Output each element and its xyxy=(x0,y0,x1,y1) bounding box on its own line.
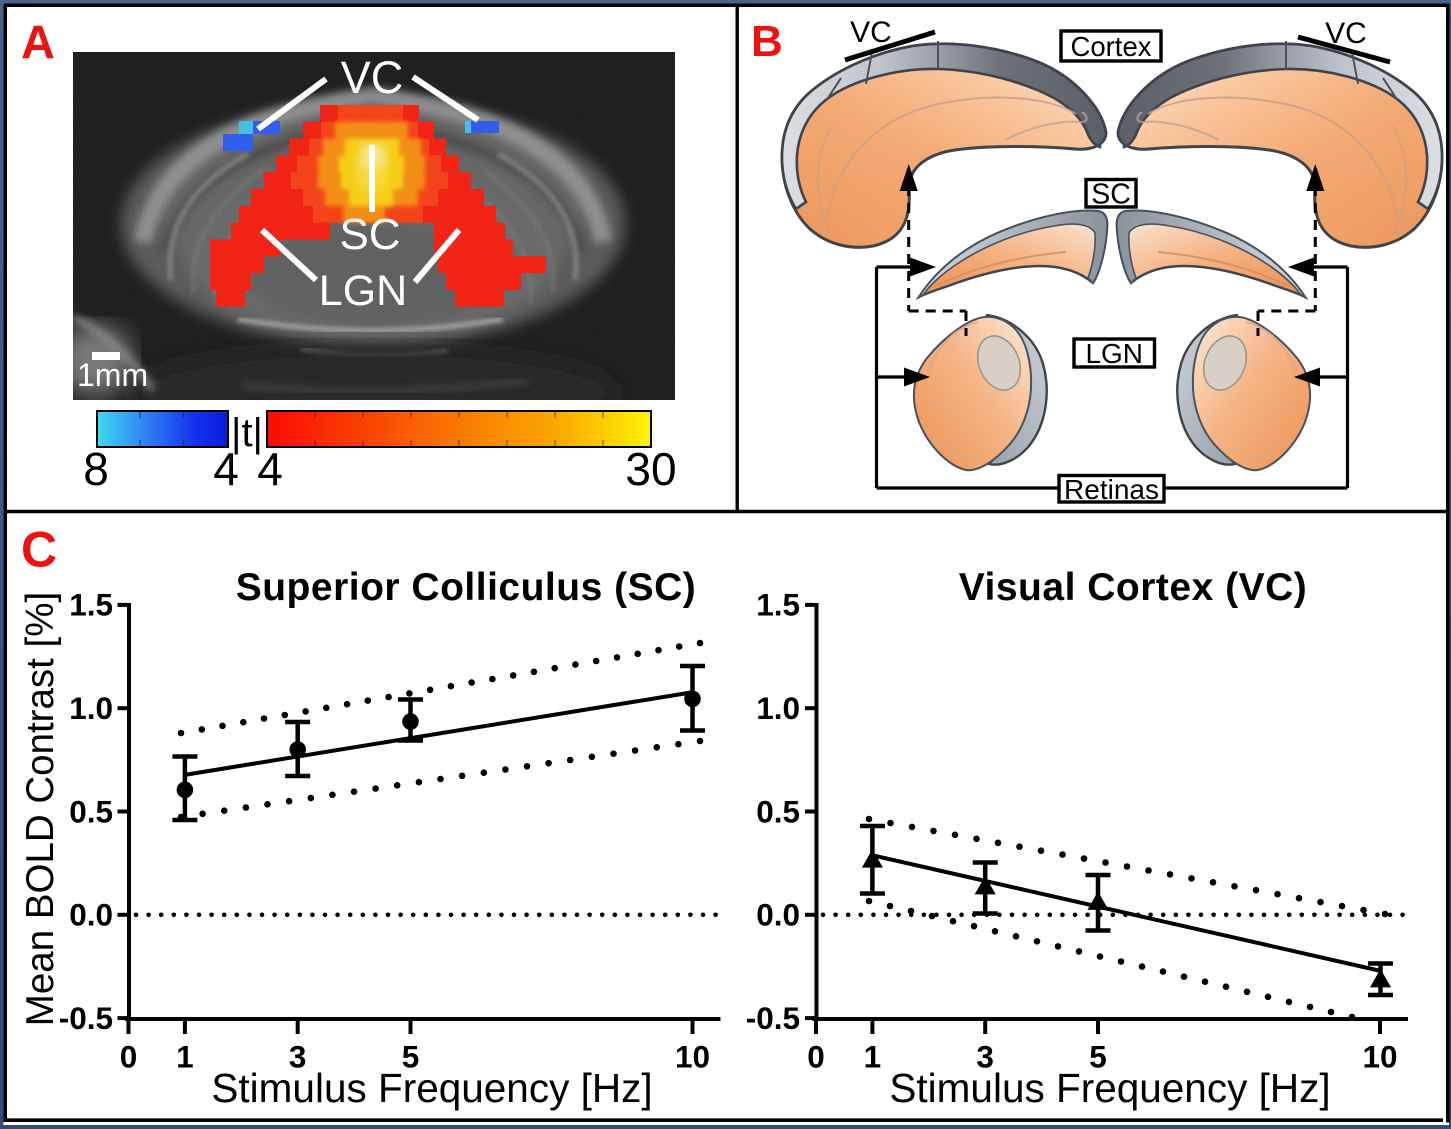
svg-text:1.5: 1.5 xyxy=(69,587,113,623)
svg-text:-0.5: -0.5 xyxy=(746,1000,800,1036)
svg-text:0.0: 0.0 xyxy=(756,897,800,933)
svg-text:Stimulus Frequency [Hz]: Stimulus Frequency [Hz] xyxy=(889,1065,1330,1111)
svg-text:0.0: 0.0 xyxy=(69,897,113,933)
svg-text:-0.5: -0.5 xyxy=(59,1000,113,1036)
svg-text:0: 0 xyxy=(807,1039,825,1075)
svg-text:3: 3 xyxy=(976,1039,994,1075)
svg-text:LGN: LGN xyxy=(319,267,407,315)
svg-text:4: 4 xyxy=(257,443,283,495)
svg-text:10: 10 xyxy=(675,1039,710,1075)
svg-text:5: 5 xyxy=(402,1039,420,1075)
svg-text:0: 0 xyxy=(120,1039,138,1075)
svg-text:Cortex: Cortex xyxy=(1071,31,1152,62)
svg-text:8: 8 xyxy=(83,443,109,495)
svg-text:C: C xyxy=(21,522,57,578)
svg-text:VC: VC xyxy=(850,16,892,49)
svg-text:1.0: 1.0 xyxy=(69,690,113,726)
svg-text:LGN: LGN xyxy=(1085,338,1143,369)
svg-text:5: 5 xyxy=(1089,1039,1107,1075)
svg-text:1.5: 1.5 xyxy=(756,587,800,623)
svg-text:1: 1 xyxy=(176,1039,194,1075)
svg-text:SC: SC xyxy=(339,210,400,259)
svg-text:Visual Cortex (VC): Visual Cortex (VC) xyxy=(959,566,1308,609)
svg-text:|t|: |t| xyxy=(231,411,263,455)
svg-text:0.5: 0.5 xyxy=(756,793,800,829)
svg-text:1.0: 1.0 xyxy=(756,690,800,726)
svg-text:30: 30 xyxy=(625,443,676,495)
svg-text:1mm: 1mm xyxy=(77,357,148,393)
svg-text:B: B xyxy=(751,17,783,66)
svg-text:3: 3 xyxy=(289,1039,307,1075)
svg-text:VC: VC xyxy=(341,52,404,103)
svg-text:0.5: 0.5 xyxy=(69,793,113,829)
svg-text:SC: SC xyxy=(1091,179,1131,211)
svg-text:4: 4 xyxy=(213,443,239,495)
svg-text:Mean BOLD Contrast [%]: Mean BOLD Contrast [%] xyxy=(19,592,62,1026)
svg-text:Superior Colliculus (SC): Superior Colliculus (SC) xyxy=(236,566,697,609)
svg-text:Stimulus Frequency [Hz]: Stimulus Frequency [Hz] xyxy=(211,1065,652,1111)
svg-text:A: A xyxy=(21,16,55,69)
svg-text:1: 1 xyxy=(864,1039,882,1075)
svg-text:10: 10 xyxy=(1362,1039,1397,1075)
svg-text:Retinas: Retinas xyxy=(1064,474,1159,505)
